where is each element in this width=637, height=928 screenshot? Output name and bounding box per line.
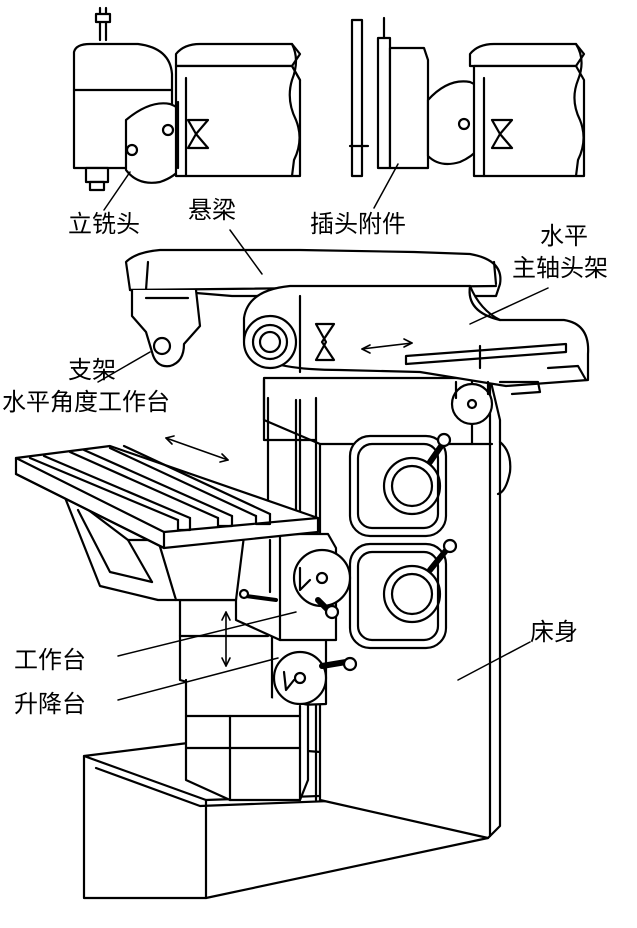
label-vertical-head: 立铣头 <box>68 210 140 238</box>
label-lifting-table: 升降台 <box>14 690 86 718</box>
table-handwheel <box>294 550 350 618</box>
label-bed: 床身 <box>530 618 578 646</box>
label-bracket: 支架 <box>68 356 116 384</box>
speed-dial-lower <box>350 540 456 648</box>
leader-lines <box>98 164 548 700</box>
vertical-head-inset <box>74 8 300 190</box>
worktable <box>16 446 318 548</box>
motion-arrows <box>166 339 412 666</box>
label-horizontal-line2: 主轴头架 <box>512 254 608 282</box>
label-angle-table: 水平角度工作台 <box>2 388 170 416</box>
lift-handwheel <box>274 652 356 704</box>
label-overarm: 悬梁 <box>188 196 236 224</box>
spindle-head <box>244 286 588 424</box>
label-worktable: 工作台 <box>14 646 86 674</box>
slotting-attachment-inset <box>350 18 584 176</box>
label-horizontal-line1: 水平 <box>540 222 588 250</box>
milling-machine <box>16 250 588 898</box>
label-slotting-attachment: 插头附件 <box>310 210 406 238</box>
speed-dial-upper <box>350 434 450 536</box>
